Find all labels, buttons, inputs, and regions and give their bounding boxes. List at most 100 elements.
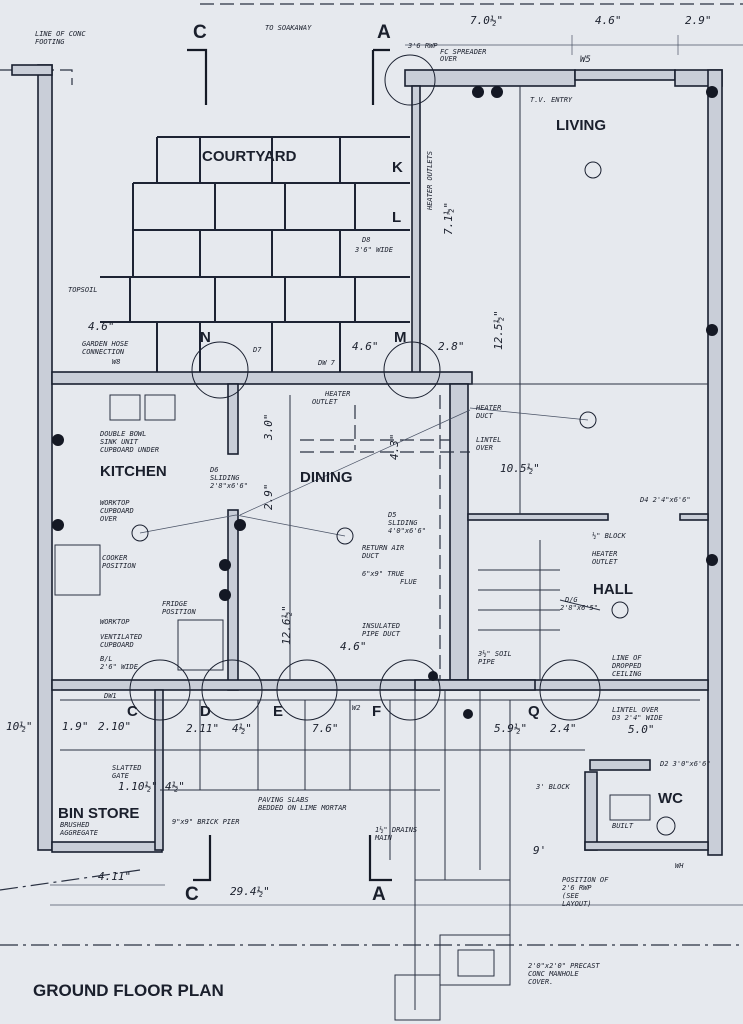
- note: BUILT: [612, 822, 634, 830]
- note: COOKER: [102, 554, 127, 562]
- note: HEATER: [591, 550, 617, 558]
- note: TO SOAKAWAY: [265, 24, 312, 32]
- note: 2'0"x2'0" PRECAST: [528, 962, 600, 970]
- note: LINTEL OVER: [612, 706, 658, 714]
- dim: 10.5½": [500, 462, 540, 475]
- grid-letters: K L N M C D E F Q: [127, 159, 540, 720]
- dim: 5.0": [628, 723, 655, 736]
- dim: 2.9": [262, 484, 275, 511]
- room-kitchen: KITCHEN: [100, 463, 167, 480]
- note: D2 3'0"x6'6": [659, 760, 711, 768]
- note: W2: [352, 704, 360, 712]
- grid-c: C: [127, 703, 138, 720]
- note: D3 2'4" WIDE: [611, 714, 663, 722]
- note: LAYOUT): [562, 900, 592, 908]
- note: CUPBOARD UNDER: [100, 446, 159, 454]
- note: BEDDED ON LIME MORTAR: [258, 804, 347, 812]
- note: CUPBOARD: [100, 641, 134, 649]
- note: DUCT: [475, 412, 494, 420]
- note: LINE OF CONC: [35, 30, 86, 38]
- note: (SEE: [562, 892, 580, 900]
- note: PIPE DUCT: [362, 630, 401, 638]
- note: 1½" DRAINS: [375, 826, 417, 834]
- room-dining: DINING: [300, 469, 353, 486]
- note: WORKTOP: [100, 499, 130, 507]
- note: PAVING SLABS: [258, 796, 309, 804]
- note: POSITION: [102, 562, 137, 570]
- note: CONC MANHOLE: [528, 970, 579, 978]
- dim: 1.10½": [118, 780, 158, 793]
- note: SLATTED: [112, 764, 142, 772]
- dim: 9': [533, 844, 546, 857]
- room-hall: HALL: [593, 581, 633, 598]
- note: 2'8"x6'6": [210, 482, 248, 490]
- note: PIPE: [478, 658, 496, 666]
- annotations: TO SOAKAWAY LINE OF CONC FOOTING 3'6 RWP…: [35, 24, 711, 986]
- room-labels: COURTYARD LIVING KITCHEN DINING HALL WC …: [58, 117, 683, 822]
- room-courtyard: COURTYARD: [202, 148, 297, 165]
- dim: 29.4½": [230, 885, 270, 898]
- door-swings: [129, 54, 676, 836]
- note: D/G: [564, 596, 578, 604]
- note: AGGREGATE: [59, 829, 99, 837]
- grid-e: E: [273, 703, 283, 720]
- grid-k: K: [392, 159, 403, 176]
- note: MAIN: [374, 834, 393, 842]
- note: ½" BLOCK: [592, 532, 627, 540]
- dim: 4½": [165, 780, 185, 793]
- note: DOUBLE BOWL: [99, 430, 146, 438]
- dim: 10½": [6, 720, 33, 733]
- room-living: LIVING: [556, 117, 606, 134]
- note: WH: [675, 862, 684, 870]
- note: D6: [209, 466, 218, 474]
- note: DW 7: [317, 359, 336, 367]
- note: 2'6 RWP: [562, 884, 592, 892]
- note: OUTLET: [312, 398, 338, 406]
- note: 3½" SOIL: [477, 650, 512, 658]
- note: RETURN AIR: [362, 544, 404, 552]
- note: 9"x9" BRICK PIER: [172, 818, 239, 826]
- note: SLIDING: [210, 474, 240, 482]
- dim: 12.5½": [492, 310, 505, 350]
- dim: 4.6": [340, 640, 367, 653]
- note: GATE: [112, 772, 130, 780]
- dim: 4.3": [388, 434, 401, 461]
- grid-q: Q: [528, 703, 540, 720]
- note: 3'6 RWP: [407, 42, 438, 50]
- note: 3' BLOCK: [535, 783, 571, 791]
- note: CUPBOARD: [100, 507, 134, 515]
- dim: 5.9½": [494, 722, 527, 735]
- note: D7: [252, 346, 262, 354]
- note: WORKTOP: [100, 618, 130, 626]
- dim: 2.8": [438, 340, 465, 353]
- note: DW1: [103, 692, 117, 700]
- note: 2'8"x6'5": [560, 604, 598, 612]
- dim: 2.11": [186, 722, 219, 735]
- note: INSULATED: [362, 622, 400, 630]
- note: FLUE: [400, 578, 418, 586]
- dim: 7.1½": [442, 202, 455, 235]
- note: CEILING: [612, 670, 642, 678]
- note: D5: [387, 511, 396, 519]
- note: B/L: [100, 655, 113, 663]
- note: CONNECTION: [82, 348, 125, 356]
- note: HEATER: [324, 390, 350, 398]
- note: OVER: [476, 444, 493, 452]
- note: 6"x9" TRUE: [362, 570, 405, 578]
- dim: 2.4": [550, 722, 577, 735]
- note: FC SPREADER: [440, 48, 486, 56]
- dim: 7.0½": [470, 14, 503, 27]
- grid-l: L: [392, 209, 401, 226]
- note: 4'0"x6'6": [388, 527, 426, 535]
- note: W8: [112, 358, 120, 366]
- note: HEATER: [475, 404, 501, 412]
- dimensions: 7.0½" 4.6" 2.9" 4.6" 4.6" 2.8" 12.5½" 7.…: [6, 14, 712, 898]
- note: SLIDING: [388, 519, 418, 527]
- dim: 7.6": [312, 722, 339, 735]
- note: W5: [580, 55, 591, 65]
- note: OVER: [100, 515, 117, 523]
- note: DROPPED: [611, 662, 642, 670]
- dim: 1.9": [62, 720, 89, 733]
- dim: 2.10": [98, 720, 131, 733]
- note: 2'6" WIDE: [100, 663, 139, 671]
